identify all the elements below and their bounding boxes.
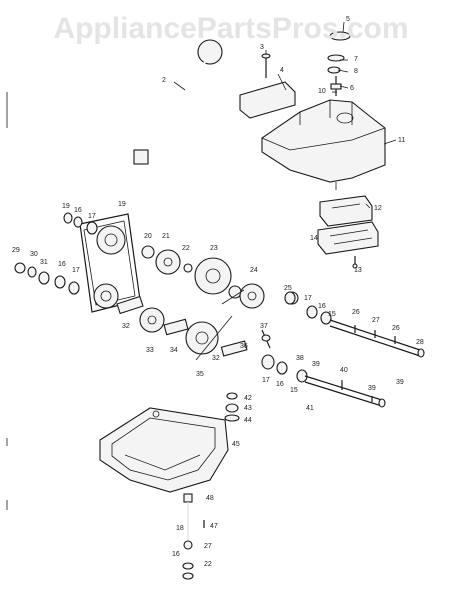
callout-23: 23 bbox=[210, 245, 218, 252]
callout-8: 8 bbox=[354, 68, 358, 75]
callout-39: 39 bbox=[312, 361, 320, 368]
upper-housing-part bbox=[261, 99, 386, 190]
pin-part bbox=[261, 329, 271, 349]
rail-assembly-part bbox=[317, 221, 379, 255]
callout-44: 44 bbox=[244, 417, 252, 424]
callout-29: 29 bbox=[12, 247, 20, 254]
callout-22b: 22 bbox=[204, 561, 212, 568]
callout-24: 24 bbox=[250, 267, 258, 274]
callout-21: 21 bbox=[162, 233, 170, 240]
callout-38: 38 bbox=[296, 355, 304, 362]
callout-39b: 39 bbox=[368, 385, 376, 392]
callout-27b: 27 bbox=[204, 543, 212, 550]
callout-4: 4 bbox=[280, 67, 284, 74]
callout-47: 47 bbox=[210, 523, 218, 530]
callout-6: 6 bbox=[350, 85, 354, 92]
callout-15b: 15 bbox=[290, 387, 298, 394]
callout-27: 27 bbox=[372, 317, 380, 324]
callout-48: 48 bbox=[206, 495, 214, 502]
callout-10: 10 bbox=[318, 88, 326, 95]
callout-26: 26 bbox=[352, 309, 360, 316]
callout-16: 16 bbox=[74, 207, 82, 214]
lower-shaft-part bbox=[261, 354, 386, 408]
callout-16e: 16 bbox=[172, 551, 180, 558]
callout-13: 13 bbox=[354, 267, 362, 274]
callout-42: 42 bbox=[244, 395, 252, 402]
right-shaft-part bbox=[284, 291, 425, 358]
callout-2: 2 bbox=[162, 77, 166, 84]
callout-17c: 17 bbox=[304, 295, 312, 302]
callout-26b: 26 bbox=[392, 325, 400, 332]
callout-17: 17 bbox=[88, 213, 96, 220]
callout-17d: 17 bbox=[262, 377, 270, 384]
callout-35: 35 bbox=[196, 371, 204, 378]
callout-33: 33 bbox=[146, 347, 154, 354]
leader-lines bbox=[173, 21, 397, 361]
callout-3: 3 bbox=[260, 44, 264, 51]
bracket-plate-part bbox=[239, 81, 296, 119]
shift-bracket-part bbox=[319, 195, 373, 227]
callout-20: 20 bbox=[144, 233, 152, 240]
callout-28: 28 bbox=[416, 339, 424, 346]
callout-34: 34 bbox=[170, 347, 178, 354]
callout-19: 19 bbox=[62, 203, 70, 210]
callout-16d: 16 bbox=[276, 381, 284, 388]
callout-5: 5 bbox=[346, 16, 350, 23]
callout-36: 36 bbox=[240, 343, 248, 350]
lower-gear-parts bbox=[116, 295, 248, 357]
lower-housing-part bbox=[99, 407, 229, 493]
shift-lever-part bbox=[133, 39, 223, 165]
fastener-stack bbox=[327, 31, 351, 96]
callout-16c: 16 bbox=[318, 303, 326, 310]
callout-11: 11 bbox=[398, 137, 405, 144]
spring-pin-part bbox=[352, 256, 358, 269]
drain-fastener-stack bbox=[224, 392, 240, 422]
washer-set-left bbox=[63, 212, 98, 235]
callout-25: 25 bbox=[284, 285, 292, 292]
callout-18: 18 bbox=[176, 525, 184, 532]
callout-7: 7 bbox=[354, 56, 358, 63]
vertical-shaft-part bbox=[182, 493, 205, 580]
callout-31: 31 bbox=[40, 259, 48, 266]
callout-37: 37 bbox=[260, 323, 268, 330]
callout-15: 15 bbox=[328, 311, 336, 318]
callout-32b: 32 bbox=[212, 355, 220, 362]
callout-45: 45 bbox=[232, 441, 240, 448]
callout-40: 40 bbox=[340, 367, 348, 374]
callout-19b: 19 bbox=[118, 201, 126, 208]
callout-39c: 39 bbox=[396, 379, 404, 386]
callout-labels: 3 5 7 8 4 6 10 2 11 12 14 13 19 16 17 19… bbox=[12, 16, 424, 568]
callout-17b: 17 bbox=[72, 267, 80, 274]
callout-12: 12 bbox=[374, 205, 382, 212]
callout-14: 14 bbox=[310, 235, 318, 242]
screw-part bbox=[261, 53, 271, 78]
gear-row-parts bbox=[141, 245, 299, 309]
small-parts-left bbox=[14, 262, 80, 295]
callout-43: 43 bbox=[244, 405, 252, 412]
callout-41: 41 bbox=[306, 405, 314, 412]
callout-22: 22 bbox=[182, 245, 190, 252]
callout-32: 32 bbox=[122, 323, 130, 330]
watermark: AppliancePartsPros.com bbox=[53, 12, 409, 45]
callout-30: 30 bbox=[30, 251, 38, 258]
callout-16b: 16 bbox=[58, 261, 66, 268]
gear-frame-part bbox=[79, 213, 141, 313]
